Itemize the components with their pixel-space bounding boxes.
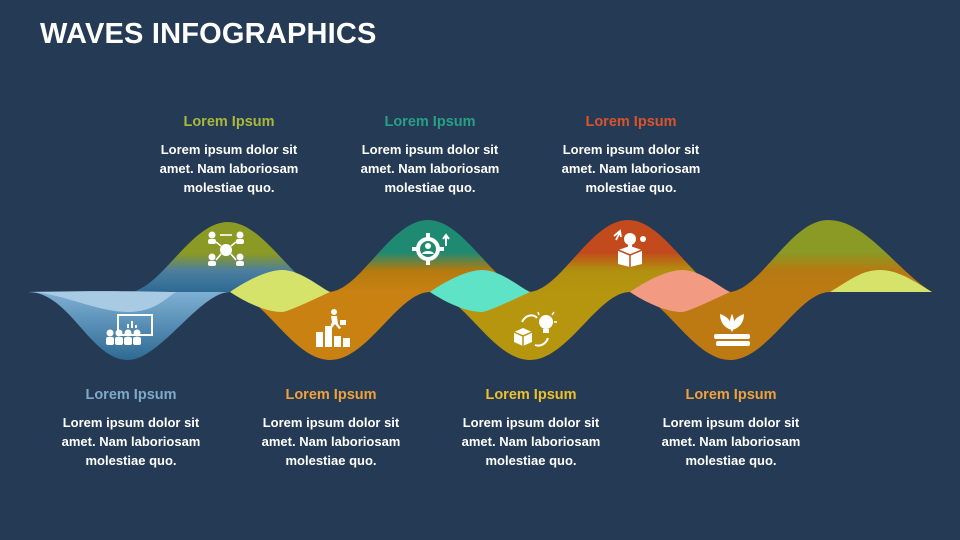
body-line: Lorem ipsum dolor sit [361, 142, 499, 157]
top-item-2-body: Lorem ipsum dolor sit amet. Nam laborios… [345, 140, 515, 197]
body-line: Lorem ipsum dolor sit [62, 415, 200, 430]
body-line: molestiae quo. [183, 180, 275, 195]
top-item-1: Lorem Ipsum Lorem ipsum dolor sit amet. … [144, 114, 314, 197]
top-item-1-heading: Lorem Ipsum [183, 114, 275, 130]
page-title: WAVES INFOGRAPHICS [40, 18, 377, 50]
bottom-item-2-body: Lorem ipsum dolor sit amet. Nam laborios… [246, 413, 416, 470]
bottom-item-3-body: Lorem ipsum dolor sit amet. Nam laborios… [446, 413, 616, 470]
body-line: amet. Nam laboriosam [261, 434, 401, 449]
bottom-item-2-heading: Lorem Ipsum [285, 387, 377, 403]
body-line: molestiae quo. [685, 453, 777, 468]
bottom-item-1: Lorem Ipsum Lorem ipsum dolor sit amet. … [46, 387, 216, 470]
body-line: molestiae quo. [85, 453, 177, 468]
body-line: amet. Nam laboriosam [61, 434, 201, 449]
wave-cap-light-blue [28, 291, 178, 312]
growth-steps-icon [316, 309, 350, 347]
body-line: molestiae quo. [585, 180, 677, 195]
bottom-item-3-heading: Lorem Ipsum [485, 387, 577, 403]
body-line: Lorem ipsum dolor sit [662, 415, 800, 430]
body-line: molestiae quo. [485, 453, 577, 468]
body-line: Lorem ipsum dolor sit [262, 415, 400, 430]
top-item-3-heading: Lorem Ipsum [585, 114, 677, 130]
wave-cap-light-green [230, 270, 330, 312]
bottom-item-1-heading: Lorem Ipsum [85, 387, 177, 403]
body-line: Lorem ipsum dolor sit [462, 415, 600, 430]
body-line: amet. Nam laboriosam [561, 161, 701, 176]
top-item-1-body: Lorem ipsum dolor sit amet. Nam laborios… [144, 140, 314, 197]
book-plant-icon [714, 314, 750, 346]
bottom-item-4: Lorem Ipsum Lorem ipsum dolor sit amet. … [646, 387, 816, 470]
bulb-cycle-icon [513, 311, 557, 347]
top-item-2: Lorem Ipsum Lorem ipsum dolor sit amet. … [345, 114, 515, 197]
bottom-item-4-body: Lorem ipsum dolor sit amet. Nam laborios… [646, 413, 816, 470]
top-item-3: Lorem Ipsum Lorem ipsum dolor sit amet. … [546, 114, 716, 197]
idea-box-icon [613, 229, 646, 267]
wave-cap-mint [430, 270, 530, 312]
bottom-item-2: Lorem Ipsum Lorem ipsum dolor sit amet. … [246, 387, 416, 470]
gear-person-icon [412, 233, 450, 265]
top-item-2-heading: Lorem Ipsum [384, 114, 476, 130]
body-line: Lorem ipsum dolor sit [562, 142, 700, 157]
body-line: amet. Nam laboriosam [461, 434, 601, 449]
wave-cap-lime-end [830, 270, 932, 292]
body-line: Lorem ipsum dolor sit [160, 142, 298, 157]
body-line: amet. Nam laboriosam [360, 161, 500, 176]
body-line: amet. Nam laboriosam [159, 161, 299, 176]
bottom-item-4-heading: Lorem Ipsum [685, 387, 777, 403]
body-line: molestiae quo. [285, 453, 377, 468]
wave-cap-salmon [630, 270, 730, 312]
presentation-audience-icon [106, 314, 153, 345]
body-line: molestiae quo. [384, 180, 476, 195]
body-line: amet. Nam laboriosam [661, 434, 801, 449]
team-network-icon [208, 231, 244, 266]
bottom-item-3: Lorem Ipsum Lorem ipsum dolor sit amet. … [446, 387, 616, 470]
bottom-item-1-body: Lorem ipsum dolor sit amet. Nam laborios… [46, 413, 216, 470]
top-item-3-body: Lorem ipsum dolor sit amet. Nam laborios… [546, 140, 716, 197]
